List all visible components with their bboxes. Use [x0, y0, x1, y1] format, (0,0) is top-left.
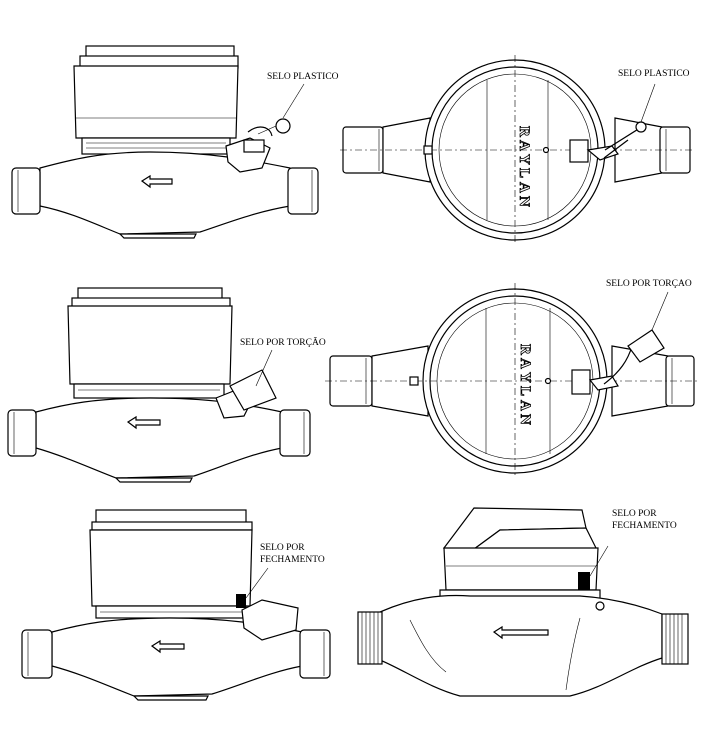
- brand-raylan-top-1: R A Y L A N: [516, 126, 533, 209]
- top-view-torsion-seal: SELO POR TORÇAO R A Y L A N: [325, 279, 700, 478]
- label-selo-por-fechamento-right-1: SELO POR: [612, 509, 657, 519]
- svg-text:R: R: [516, 126, 532, 138]
- svg-text:L: L: [517, 386, 533, 397]
- brand-raylan-top-2: R A Y L A N: [517, 344, 534, 427]
- svg-text:Y: Y: [517, 372, 533, 384]
- svg-text:N: N: [516, 196, 532, 208]
- side-view-closing-seal: SELO POR FECHAMENTO: [21, 509, 331, 701]
- side-view-plastic-seal: SELO PLASTICO: [11, 45, 339, 239]
- svg-text:Y: Y: [516, 154, 532, 166]
- isometric-view-closing-seal: SELO POR FECHAMENTO: [357, 507, 689, 697]
- svg-text:L: L: [516, 168, 532, 179]
- label-selo-por-torcao-side: SELO POR TORÇÃO: [240, 336, 326, 348]
- label-selo-por-fechamento-right-2: FECHAMENTO: [612, 521, 677, 531]
- label-selo-plastico-side: SELO PLASTICO: [267, 72, 339, 82]
- side-view-torsion-seal: SELO POR TORÇÃO: [7, 287, 326, 483]
- top-view-plastic-seal: SELO PLASTICO R A Y L A N: [340, 55, 695, 245]
- svg-text:N: N: [517, 414, 533, 426]
- svg-text:R: R: [517, 344, 533, 356]
- label-selo-plastico-top: SELO PLASTICO: [618, 69, 690, 79]
- svg-text:A: A: [516, 182, 532, 194]
- svg-text:A: A: [517, 358, 533, 370]
- label-selo-por-torcao-top: SELO POR TORÇAO: [606, 279, 692, 289]
- svg-text:A: A: [516, 140, 532, 152]
- label-selo-por-fechamento-left-2: FECHAMENTO: [260, 555, 325, 565]
- label-selo-por-fechamento-left-1: SELO POR: [260, 543, 305, 553]
- svg-text:A: A: [517, 400, 533, 412]
